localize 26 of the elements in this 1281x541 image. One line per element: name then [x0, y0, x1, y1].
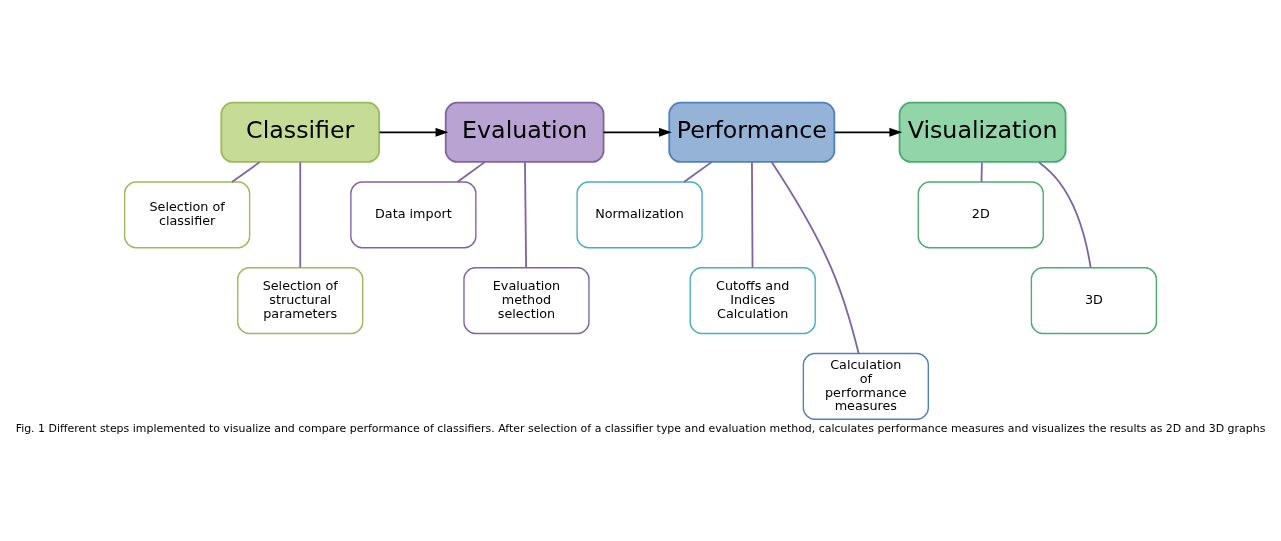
- arrow: [602, 127, 672, 137]
- node-box: Evaluation method selection: [463, 267, 590, 335]
- connector: [751, 161, 754, 269]
- caption: Fig. 1 Different steps implemented to visualize and compare performance of classifiers. After selection of a classifier type and evaluation method, calculates performance measures and visualizes the results as 2D and 3D graphs: [15, 421, 1266, 435]
- connector: [683, 161, 713, 183]
- node-box: Evaluation: [444, 101, 605, 163]
- node-box: Normalization: [576, 181, 703, 249]
- node-box: Visualization: [898, 101, 1067, 163]
- arrow: [378, 127, 449, 137]
- connector: [524, 161, 527, 269]
- connector: [770, 161, 860, 355]
- connector: [1038, 161, 1092, 269]
- connector: [231, 161, 261, 183]
- node-box: 3D: [1030, 267, 1158, 335]
- arrow: [833, 127, 903, 137]
- connector: [980, 161, 983, 183]
- node-box: Performance: [668, 101, 836, 163]
- node-box: Selection of structural parameters: [237, 267, 364, 335]
- node-box: Calculation of performance measures: [802, 352, 929, 420]
- node-box: Data import: [350, 181, 477, 249]
- connector: [456, 161, 486, 183]
- node-box: Classifier: [220, 101, 381, 163]
- node-box: Cutoffs and Indices Calculation: [689, 267, 816, 335]
- connector: [299, 161, 302, 269]
- node-box: 2D: [917, 181, 1044, 249]
- node-box: Selection of classifier: [123, 181, 251, 249]
